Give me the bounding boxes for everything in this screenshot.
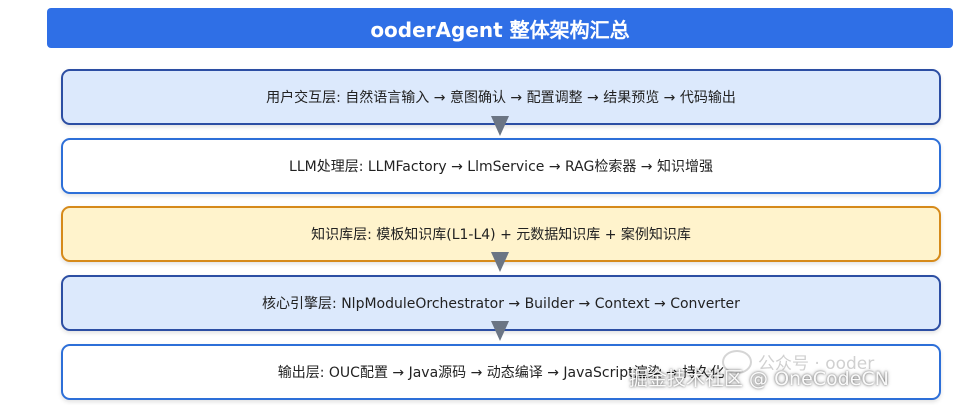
- layer-label: 知识库层: 模板知识库(L1-L4) + 元数据知识库 + 案例知识库: [311, 227, 691, 243]
- layer-label: 用户交互层: 自然语言输入 → 意图确认 → 配置调整 → 结果预览 → 代码输…: [266, 90, 736, 106]
- diagram-title-text: ooderAgent 整体架构汇总: [370, 17, 630, 42]
- layer-label: 核心引擎层: NlpModuleOrchestrator → Builder →…: [262, 296, 740, 312]
- diagram-title: ooderAgent 整体架构汇总: [47, 8, 953, 48]
- watermark-account: 公众号 · ooder: [758, 354, 875, 374]
- wechat-icon: [722, 350, 752, 374]
- arrow-down-icon: [491, 116, 509, 136]
- layer-output: 输出层: OUC配置 → Java源码 → 动态编译 → JavaScript渲…: [61, 344, 941, 400]
- arrow-down-icon: [491, 321, 509, 341]
- layer-user-interaction: 用户交互层: 自然语言输入 → 意图确认 → 配置调整 → 结果预览 → 代码输…: [61, 69, 941, 125]
- arrow-down-icon: [491, 252, 509, 272]
- layer-llm-processing: LLM处理层: LLMFactory → LlmService → RAG检索器…: [61, 138, 941, 194]
- layer-label: 输出层: OUC配置 → Java源码 → 动态编译 → JavaScript渲…: [277, 365, 725, 381]
- watermark-community: 掘金技术社区 @ OneCodeCN: [629, 368, 889, 390]
- layer-label: LLM处理层: LLMFactory → LlmService → RAG检索器…: [289, 159, 713, 175]
